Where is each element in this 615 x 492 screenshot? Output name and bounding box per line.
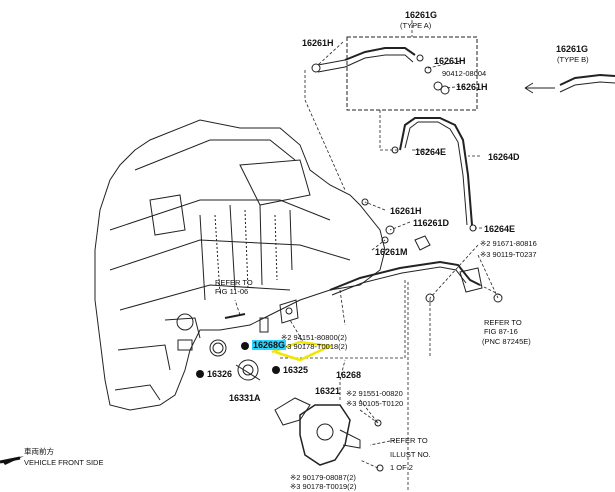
label-16261h-c[interactable]: 16261H — [456, 82, 488, 92]
label-16261g-top[interactable]: 16261G — [405, 10, 438, 20]
label-90178[interactable]: ※3 90178-T0018(2) — [281, 342, 348, 351]
label-16261h-d[interactable]: 16261H — [390, 206, 422, 216]
refer-illust-line3[interactable]: 1 OF 2 — [390, 463, 413, 472]
label-16268g[interactable]: 16268G — [252, 340, 287, 350]
engine-block — [94, 119, 386, 411]
label-90119[interactable]: ※3 90119-T0237 — [480, 250, 537, 259]
label-16264e-b[interactable]: 16264E — [484, 224, 516, 234]
label-16261m[interactable]: 16261M — [375, 247, 408, 257]
pipe-16264d — [399, 117, 473, 226]
type-a-box — [346, 36, 478, 111]
callout-line — [271, 340, 335, 362]
label-16264e-a[interactable]: 16264E — [415, 147, 447, 157]
label-type-a: (TYPE A) — [400, 21, 432, 30]
label-16261g-right[interactable]: 16261G — [556, 44, 589, 54]
vehicle-front-cn: 車両前方 — [24, 447, 54, 456]
housing-16321 — [299, 404, 351, 466]
label-16268[interactable]: 16268 — [336, 370, 362, 380]
label-91671[interactable]: ※2 91671-80816 — [480, 239, 537, 248]
label-90105[interactable]: ※3 90105-T0120 — [346, 399, 404, 408]
refer-fig11-line2[interactable]: FIG 11-06 — [215, 287, 249, 296]
label-90412[interactable]: 90412-08004 — [442, 69, 487, 78]
new-part-dot-16268g — [241, 342, 249, 350]
refer-fig87-line2[interactable]: FIG 87-16 — [484, 327, 518, 336]
label-16326[interactable]: 16326 — [207, 369, 233, 379]
arrow-type-b — [524, 82, 555, 94]
label-16261h-a[interactable]: 16261H — [302, 38, 334, 48]
pipe-16268 — [329, 260, 481, 291]
label-16261h-b[interactable]: 16261H — [434, 56, 466, 66]
refer-illust-line1[interactable]: REFER TO — [390, 436, 428, 445]
label-16264d[interactable]: 16264D — [488, 152, 520, 162]
refer-fig87-line1[interactable]: REFER TO — [484, 318, 522, 327]
label-16321[interactable]: 16321 — [315, 386, 341, 396]
new-part-dot-16325 — [272, 366, 280, 374]
label-90179[interactable]: ※2 90179-08087(2) — [290, 473, 356, 482]
label-type-b: (TYPE B) — [557, 55, 589, 64]
new-part-dot-16326 — [196, 370, 204, 378]
refer-illust-line2[interactable]: ILLUST NO. — [390, 450, 431, 459]
label-116261d[interactable]: 116261D — [413, 218, 450, 228]
label-91551[interactable]: ※2 91551-00820 — [346, 389, 403, 398]
label-94151[interactable]: ※2 94151-80800(2) — [281, 333, 347, 342]
vehicle-front-en: VEHICLE FRONT SIDE — [24, 458, 104, 467]
refer-fig87-line3[interactable]: (PNC 87245E) — [482, 337, 531, 346]
refer-fig11-line1[interactable]: REFER TO — [215, 278, 253, 287]
label-90178b[interactable]: ※3 90178-T0019(2) — [290, 482, 357, 491]
label-16331a[interactable]: 16331A — [229, 393, 261, 403]
label-16325[interactable]: 16325 — [283, 365, 309, 375]
